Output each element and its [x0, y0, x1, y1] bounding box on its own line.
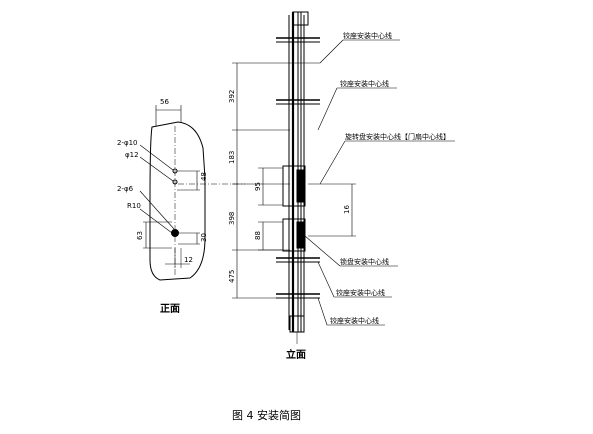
dim-392: 392	[228, 90, 236, 103]
dim-hole-large: 2-φ6	[117, 185, 134, 193]
dim-48: 48	[200, 172, 208, 181]
dim-183: 183	[228, 151, 236, 164]
dim-16: 16	[343, 205, 351, 214]
dim-475: 475	[228, 270, 236, 283]
elevation-view-text: 392 183 398 475 95 88 16 铰座安装中心线 铰座安装中心线…	[228, 31, 450, 361]
dim-radius: R10	[127, 202, 141, 210]
dim-56: 56	[160, 98, 169, 106]
elevation-view	[232, 11, 455, 344]
figure-caption: 图 4 安装简图	[232, 408, 301, 422]
small-hole-lower	[172, 179, 178, 185]
dim-88: 88	[254, 231, 262, 240]
dim-398: 398	[228, 212, 236, 225]
label-rotating-disk: 旋转盘安装中心线【门扇中心线】	[345, 132, 450, 141]
large-hole	[171, 229, 179, 237]
dim-63: 63	[136, 231, 144, 240]
label-hinge-3: 铰座安装中心线	[336, 288, 385, 297]
front-view-text: 56 2-φ10 φ12 2-φ6 R10 48 63 30 12 正面	[117, 98, 208, 315]
label-lock-disk: 锁盘安装中心线	[340, 257, 389, 266]
dim-hole-small-sub: φ12	[125, 151, 139, 159]
label-hinge-2: 铰座安装中心线	[340, 79, 389, 88]
dim-12: 12	[184, 256, 193, 264]
front-view-title: 正面	[160, 303, 180, 315]
dim-30: 30	[200, 233, 208, 242]
label-hinge-1: 铰座安装中心线	[343, 31, 392, 40]
label-hinge-4: 铰座安装中心线	[330, 316, 379, 325]
front-view	[139, 105, 245, 281]
dim-95: 95	[254, 182, 262, 191]
elevation-view-title: 立面	[286, 348, 306, 361]
front-view-outline	[149, 121, 206, 281]
dim-hole-small: 2-φ10	[117, 139, 138, 147]
